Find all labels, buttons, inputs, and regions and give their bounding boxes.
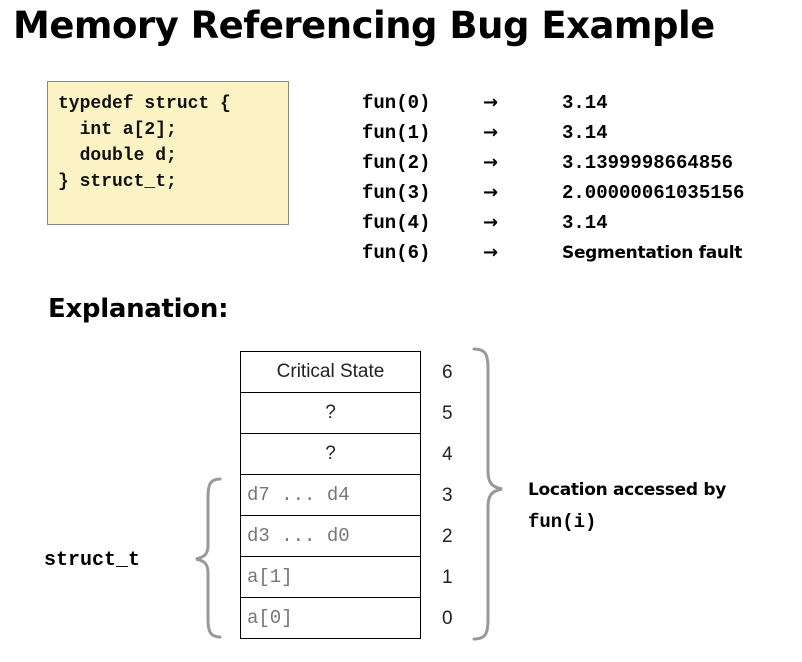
memory-cell-unknown: ? [241, 393, 420, 434]
arrow-icon: → [483, 92, 499, 113]
result-value: 3.14 [562, 122, 608, 144]
function-call: fun(2) [362, 152, 431, 174]
result-value: 3.14 [562, 212, 608, 234]
arrow-icon: → [483, 242, 499, 263]
code-box: typedef struct { int a[2]; double d; } s… [47, 81, 289, 225]
result-value: 2.00000061035156 [562, 182, 745, 204]
memory-index: 1 [442, 567, 453, 588]
code-line: typedef struct { [58, 94, 231, 114]
location-label: Location accessed by [528, 480, 726, 500]
explanation-heading: Explanation: [48, 294, 229, 324]
memory-cell-critical-state: Critical State [241, 352, 420, 393]
arrow-icon: → [483, 152, 499, 173]
slide-title: Memory Referencing Bug Example [13, 4, 715, 47]
function-call: fun(1) [362, 122, 431, 144]
memory-cell-a0: a[0] [241, 598, 420, 639]
memory-index: 6 [442, 362, 453, 383]
code-line: double d; [58, 146, 177, 166]
location-function: fun(i) [528, 511, 597, 533]
function-call: fun(0) [362, 92, 431, 114]
arrow-icon: → [483, 122, 499, 143]
code-line: int a[2]; [58, 120, 177, 140]
result-value: Segmentation fault [562, 243, 743, 263]
function-call: fun(6) [362, 242, 431, 264]
code-line: } struct_t; [58, 172, 177, 192]
memory-index: 5 [442, 403, 453, 424]
result-value: 3.1399998664856 [562, 152, 734, 174]
memory-cell-d-high: d7 ... d4 [241, 475, 420, 516]
memory-layout-table: Critical State ? ? d7 ... d4 d3 ... d0 a… [240, 351, 421, 639]
memory-cell-d-low: d3 ... d0 [241, 516, 420, 557]
memory-cell-unknown: ? [241, 434, 420, 475]
function-call: fun(3) [362, 182, 431, 204]
memory-index: 2 [442, 526, 453, 547]
function-call: fun(4) [362, 212, 431, 234]
left-brace-icon [195, 477, 222, 639]
memory-index: 0 [442, 608, 453, 629]
struct-label: struct_t [44, 549, 141, 572]
memory-index: 4 [442, 444, 453, 465]
arrow-icon: → [483, 182, 499, 203]
right-brace-icon [472, 347, 503, 641]
memory-index-column: 6 5 4 3 2 1 0 [442, 352, 453, 639]
memory-index: 3 [442, 485, 453, 506]
result-value: 3.14 [562, 92, 608, 114]
arrow-icon: → [483, 212, 499, 233]
memory-cell-a1: a[1] [241, 557, 420, 598]
